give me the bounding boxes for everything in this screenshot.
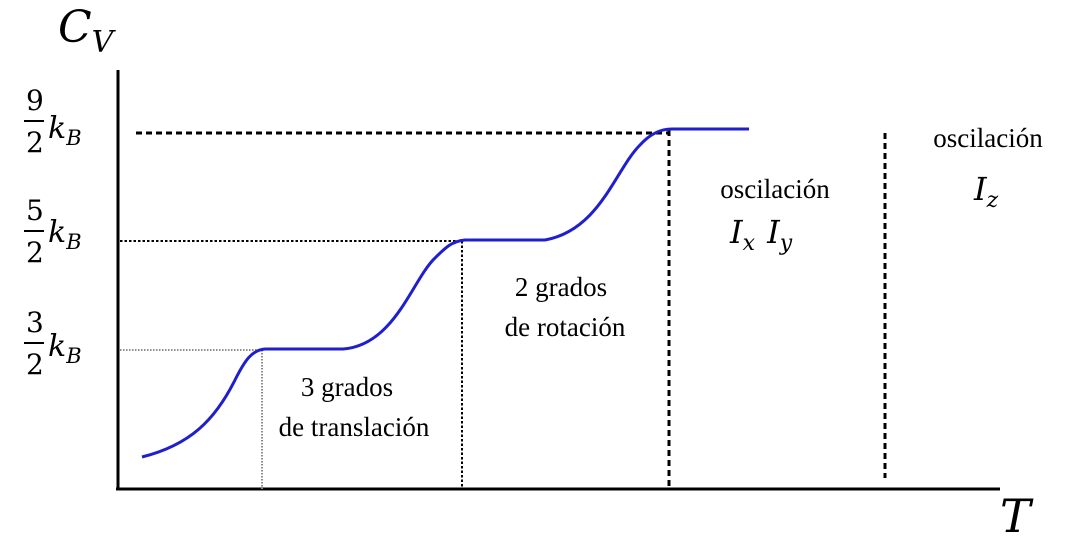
- level-9-2-unit-sub: B: [65, 126, 81, 150]
- oscillation-z-line1: oscilación: [933, 123, 1043, 153]
- y-axis-label: CV: [58, 2, 117, 60]
- level-5-2-unit: kB: [48, 215, 82, 254]
- level-label-5-2: 5 2 kB: [24, 194, 82, 269]
- rotation-line2: de rotación: [505, 312, 626, 342]
- oscillation-xy-sub-x: x: [743, 231, 756, 256]
- rotation-line1: 2 grados: [515, 272, 607, 302]
- level-5-2-numerator: 5: [26, 194, 44, 227]
- level-3-2-unit: kB: [48, 329, 82, 368]
- level-label-3-2: 3 2 kB: [24, 306, 82, 381]
- level-3-2-numerator: 3: [26, 306, 44, 339]
- heat-capacity-curve: [141, 127, 749, 459]
- level-5-2-denominator: 2: [26, 236, 44, 269]
- level-9-2-unit: kB: [48, 111, 82, 150]
- level-label-9-2: 9 2 kB: [24, 84, 82, 159]
- level-3-2-denominator: 2: [26, 348, 44, 381]
- rotation-annotation: 2 grados de rotación: [505, 272, 626, 342]
- level-9-2-denominator: 2: [26, 126, 44, 159]
- translation-line1: 3 grados: [301, 372, 393, 402]
- x-axis-label: T: [1000, 489, 1034, 537]
- y-axis-label-sub: V: [92, 25, 117, 60]
- translation-annotation: 3 grados de translación: [279, 372, 430, 442]
- oscillation-xy-line1: oscilación: [720, 174, 830, 204]
- oscillation-z-sub: z: [986, 188, 999, 213]
- oscillation-z-symbol: Iz: [973, 170, 999, 213]
- level-3-2-unit-sub: B: [65, 344, 81, 368]
- level-9-2-numerator: 9: [26, 84, 44, 117]
- oscillation-xy-sub-y: y: [779, 231, 793, 256]
- oscillation-z-annotation: oscilación Iz: [933, 123, 1043, 213]
- translation-line2: de translación: [279, 412, 430, 442]
- level-5-2-unit-sub: B: [65, 230, 81, 254]
